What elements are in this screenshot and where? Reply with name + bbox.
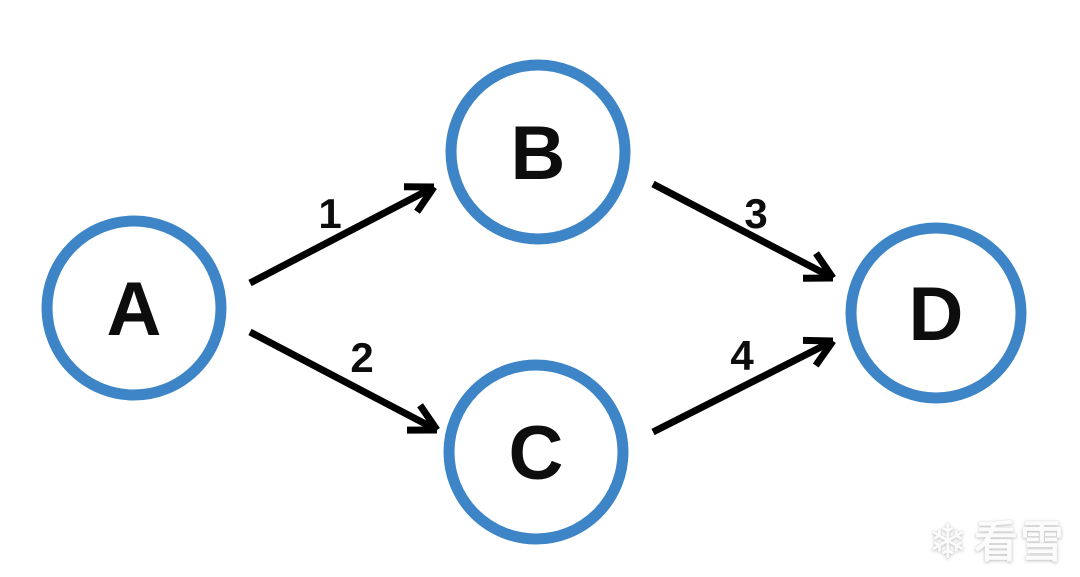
edge-label-C-D: 4 [730, 332, 754, 379]
node-label-B: B [511, 111, 566, 196]
edge-label-B-D: 3 [744, 190, 767, 237]
edge-line [248, 328, 436, 432]
node-label-A: A [107, 267, 162, 352]
edge-line [651, 180, 832, 280]
watermark-text: 看雪 [974, 518, 1066, 567]
node-A: A [41, 215, 227, 401]
node-circle [443, 359, 629, 545]
edge-A-C: 2 [248, 328, 440, 434]
edge-label-A-C: 2 [350, 334, 373, 381]
edge-C-D: 4 [651, 332, 836, 436]
snowflake-icon: ❄ [927, 516, 968, 569]
arrowhead-icon [813, 251, 836, 280]
arrowhead-icon [417, 403, 440, 432]
arrowhead-icon [802, 336, 834, 345]
edge-A-B: 1 [248, 183, 437, 287]
edge-line [651, 339, 832, 436]
edge-label-A-B: 1 [318, 190, 341, 237]
arrowhead-icon [812, 338, 836, 368]
node-D: D [845, 222, 1027, 404]
node-C: C [443, 359, 629, 545]
node-circle [41, 215, 227, 401]
node-circle [845, 222, 1027, 404]
edge-B-D: 3 [651, 180, 836, 282]
node-label-D: D [909, 272, 964, 357]
edge-line [248, 185, 433, 287]
node-label-C: C [509, 411, 564, 496]
watermark: ❄ 看雪 [928, 519, 1066, 567]
node-circle [445, 59, 631, 245]
arrowhead-icon [414, 185, 437, 214]
node-B: B [445, 59, 631, 245]
